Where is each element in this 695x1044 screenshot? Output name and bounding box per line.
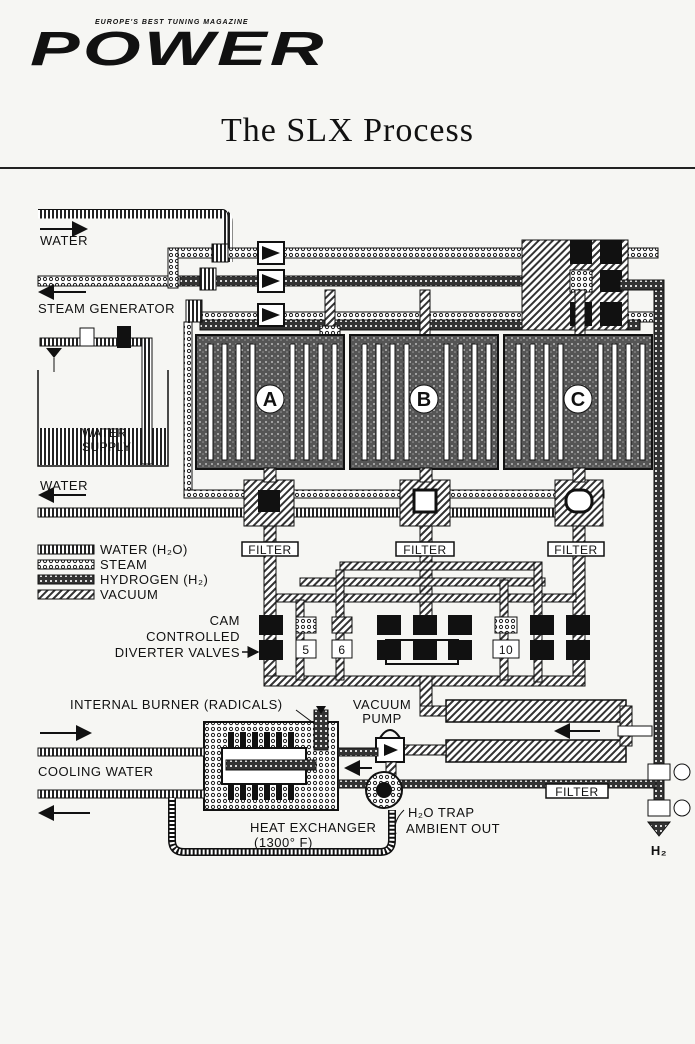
chamber-c-label: C (571, 389, 585, 411)
trap-pointer-line (394, 809, 405, 835)
steam-generator-label: STEAM GENERATOR (38, 301, 175, 316)
water-inlet-pipe (38, 209, 233, 262)
vacuum-pump-label-1: VACUUM (353, 697, 411, 712)
brand-tagline: EUROPE'S BEST TUNING MAGAZINE (95, 19, 249, 26)
valve-10-label: 10 (499, 643, 513, 657)
valve-6-label: 6 (338, 643, 345, 657)
cooling-water-label: COOLING WATER (38, 764, 154, 779)
burner-pointer-line (295, 709, 313, 723)
water-top-label: WATER (40, 233, 88, 248)
diverter-valves (259, 615, 590, 660)
legend-swatch-water (37, 544, 95, 555)
legend (37, 544, 95, 600)
brand-logo: POWER (30, 23, 327, 76)
water-supply-label-2: SUPPLY (82, 440, 131, 454)
heat-exchanger-label-1: HEAT EXCHANGER (250, 820, 376, 835)
chamber-b-label: B (417, 389, 431, 411)
legend-label-steam: STEAM (100, 557, 147, 572)
title-rule (0, 167, 695, 169)
legend-swatch-steam (37, 559, 95, 570)
legend-label-hydrogen: HYDROGEN (H₂) (100, 572, 208, 587)
bottom-filter-label: FILTER (555, 785, 598, 799)
water-supply-tank (37, 321, 193, 498)
water-supply-label-1: WATER (82, 426, 127, 440)
bottom-filter (545, 783, 609, 799)
page-title: The SLX Process (221, 112, 474, 149)
valve-5-label: 5 (302, 643, 309, 657)
internal-burner-label: INTERNAL BURNER (RADICALS) (70, 697, 283, 712)
mid-water-pipes (37, 467, 605, 543)
diverter-manifold (263, 555, 586, 717)
water-mid-label: WATER (40, 478, 88, 493)
filter-b-label: FILTER (403, 543, 446, 557)
hydrogen-return-line (337, 747, 657, 809)
vacuum-pump-label-2: PUMP (362, 711, 402, 726)
h2-output-label: H₂ (651, 843, 667, 858)
legend-label-vacuum: VACUUM (100, 587, 158, 602)
legend-label-water: WATER (H₂O) (100, 542, 188, 557)
vacuum-tanks (403, 699, 653, 763)
filter-a-label: FILTER (248, 543, 291, 557)
h2o-trap-label: H₂O TRAP (408, 805, 475, 820)
filter-c-label: FILTER (554, 543, 597, 557)
chamber-a-label: A (263, 389, 277, 411)
cam-label-3: DIVERTER VALVES (115, 645, 240, 660)
ambient-out-label: AMBIENT OUT (406, 821, 500, 836)
heat-exchanger-label-2: (1300° F) (254, 835, 313, 850)
reactor-chambers (195, 334, 653, 470)
legend-swatch-vacuum (37, 589, 95, 600)
cam-label-1: CAM (210, 613, 240, 628)
legend-swatch-hydrogen (37, 574, 95, 585)
filter-boxes (241, 541, 605, 557)
cooling-water-pipes (37, 747, 396, 856)
h2-output-valves (646, 763, 691, 837)
heat-exchanger (203, 706, 339, 811)
cam-label-2: CONTROLLED (146, 629, 240, 644)
